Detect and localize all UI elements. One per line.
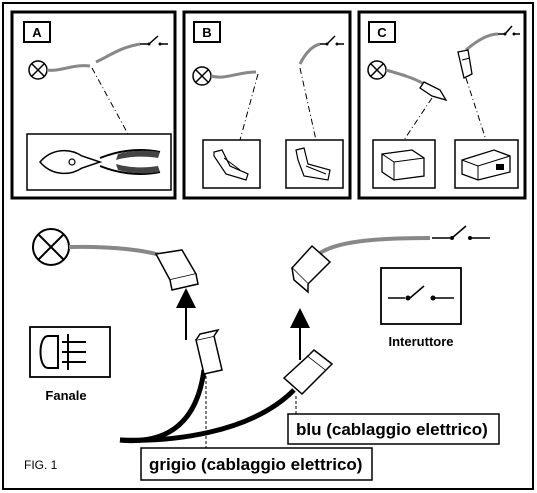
terminal-icon (295, 147, 331, 181)
lamp-icon (28, 60, 48, 80)
grey-harness-connector-icon (195, 328, 223, 375)
connector-icon (419, 81, 448, 102)
lamp-icon (192, 66, 212, 86)
panel-a-letter: A (32, 25, 42, 40)
panel-a: A (10, 10, 177, 200)
terminal-box-right (285, 139, 344, 189)
blue-harness-wire (119, 388, 296, 443)
figure-label: FIG. 1 (24, 458, 58, 472)
panel-b-letter: B (202, 25, 211, 40)
panel-b: B (182, 10, 352, 200)
switch-icon (498, 25, 520, 36)
terminal-icon (213, 149, 249, 181)
fog-light-symbol-icon (29, 326, 111, 378)
lamp-icon (367, 60, 387, 80)
switch-label: Interuttore (389, 334, 454, 349)
lamp-connector-icon (154, 249, 199, 291)
connector-icon (457, 49, 473, 79)
switch-connector-icon (290, 244, 332, 294)
blue-callout-box (287, 413, 500, 445)
panel-c: C (357, 10, 527, 200)
switch-symbol-icon (380, 267, 462, 325)
lamp-wire (46, 64, 91, 72)
housing-icon (461, 149, 511, 181)
panel-c-letter: C (377, 25, 387, 40)
housing-icon (381, 149, 425, 181)
switch-harness-wire (314, 236, 431, 258)
switch-icon (320, 35, 344, 46)
grey-callout-box (140, 447, 373, 481)
lamp-label: Fanale (45, 388, 86, 403)
switch-wire (95, 42, 141, 64)
main-lamp-icon (32, 228, 70, 266)
blue-harness-connector-icon (282, 349, 334, 396)
pliers-icon (39, 149, 161, 175)
grey-wire-label: grigio (cablaggio elettrico) (149, 455, 362, 474)
switch-icon (140, 35, 168, 46)
main-switch-icon (432, 225, 490, 240)
blue-wire-label: blu (cablaggio elettrico) (296, 420, 488, 439)
